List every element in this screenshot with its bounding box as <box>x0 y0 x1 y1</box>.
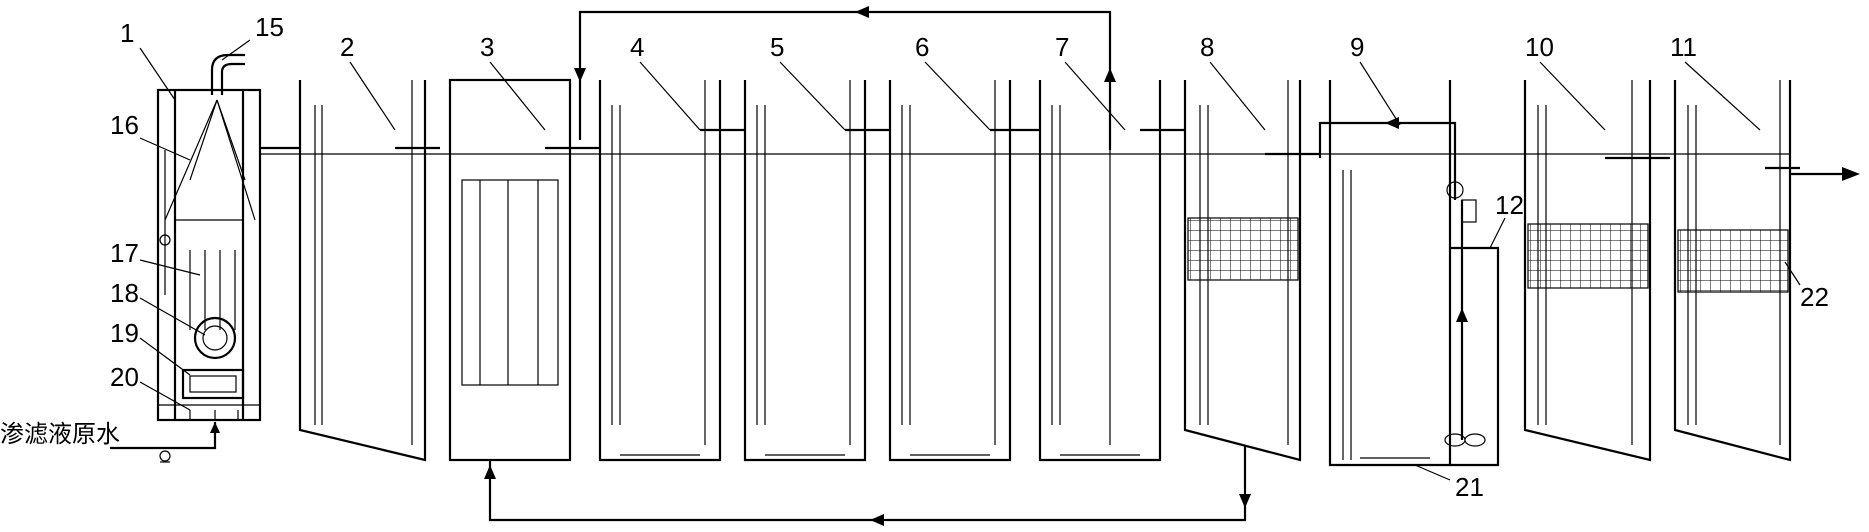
label-4: 4 <box>630 32 644 62</box>
tank-4 <box>598 80 745 462</box>
label-20: 20 <box>110 362 139 392</box>
tank-8 <box>1183 80 1320 462</box>
label-5: 5 <box>770 32 784 62</box>
label-11: 11 <box>1670 32 1697 62</box>
label-9: 9 <box>1350 32 1364 62</box>
label-18: 18 <box>110 278 139 308</box>
tank-3-bioreactor <box>448 78 600 462</box>
label-16: 16 <box>110 110 139 140</box>
label-1: 1 <box>120 18 134 48</box>
leader-lines <box>139 39 1801 481</box>
tank-5 <box>743 80 890 462</box>
label-21: 21 <box>1455 472 1484 502</box>
media-fill-17 <box>189 250 236 330</box>
ring-component-18 <box>193 316 237 360</box>
label-15: 15 <box>255 12 284 42</box>
label-6: 6 <box>915 32 929 62</box>
label-17: 17 <box>110 238 139 268</box>
bottom-return-pipe <box>488 445 1247 522</box>
tank-9 <box>1318 80 1457 467</box>
tank-10 <box>1523 80 1670 462</box>
number-labels: 1 15 16 17 18 19 20 2 3 4 5 6 7 8 9 10 1… <box>0 12 1829 502</box>
label-22: 22 <box>1800 282 1829 312</box>
label-19: 19 <box>110 318 139 348</box>
label-7: 7 <box>1055 32 1069 62</box>
tank-7 <box>1038 80 1185 462</box>
label-12: 12 <box>1495 190 1524 220</box>
label-10: 10 <box>1525 32 1554 62</box>
tank-6 <box>888 80 1040 462</box>
tank-12 <box>1444 181 1500 467</box>
label-2: 2 <box>340 32 354 62</box>
tank-2 <box>298 80 440 462</box>
label-8: 8 <box>1200 32 1214 62</box>
tank-11 <box>1673 80 1800 462</box>
box-component-19 <box>181 368 245 400</box>
label-3: 3 <box>480 32 494 62</box>
inlet-label: 渗滤液原水 <box>0 420 120 448</box>
